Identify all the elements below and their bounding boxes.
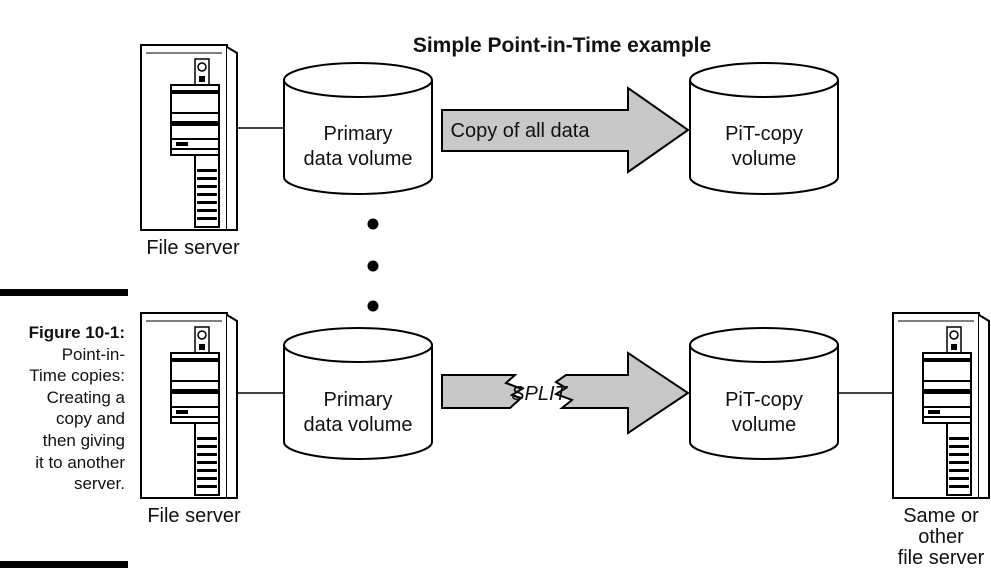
pit-volume-label-line2: volume	[732, 414, 796, 436]
primary-volume-label-line1: Primary	[324, 123, 393, 145]
split-label: SPLIT	[511, 383, 568, 405]
pit-volume-label-line1: PiT-copy	[725, 389, 803, 411]
figure-caption: Figure 10-1: Point-in- Time copies: Crea…	[0, 322, 125, 495]
pit-copy-volume: PiT-copy volume	[689, 327, 839, 460]
primary-volume-label-line2: data volume	[304, 148, 413, 170]
continuation-dot	[367, 260, 379, 272]
figure-number: Figure 10-1:	[28, 323, 125, 342]
caption-top-rule	[0, 289, 128, 296]
file-server-icon	[140, 312, 238, 499]
primary-data-volume: Primary data volume	[283, 62, 433, 195]
target-server-label-line1: Same or	[903, 505, 979, 527]
target-server-label-line3: file server	[898, 547, 985, 568]
pit-volume-label-line1: PiT-copy	[725, 123, 803, 145]
figure-caption-text: Point-in- Time copies: Creating a copy a…	[29, 344, 125, 494]
continuation-dot	[367, 218, 379, 230]
pit-copy-volume: PiT-copy volume	[689, 62, 839, 195]
diagram-title: Simple Point-in-Time example	[413, 34, 711, 57]
target-server-label-line2: other	[918, 526, 964, 548]
primary-volume-label-line1: Primary	[324, 389, 393, 411]
primary-volume-label-line2: data volume	[304, 414, 413, 436]
split-arrow: SPLIT	[441, 351, 690, 435]
file-server-label: File server	[146, 237, 240, 259]
primary-data-volume: Primary data volume	[283, 327, 433, 460]
continuation-dot	[367, 300, 379, 312]
copy-arrow-label: Copy of all data	[451, 120, 591, 142]
file-server-label: File server	[147, 505, 241, 527]
file-server-icon	[140, 44, 238, 231]
copy-all-data-arrow: Copy of all data	[441, 86, 690, 174]
caption-bottom-rule	[0, 561, 128, 568]
pit-volume-label-line2: volume	[732, 148, 796, 170]
target-file-server-icon	[892, 312, 990, 499]
